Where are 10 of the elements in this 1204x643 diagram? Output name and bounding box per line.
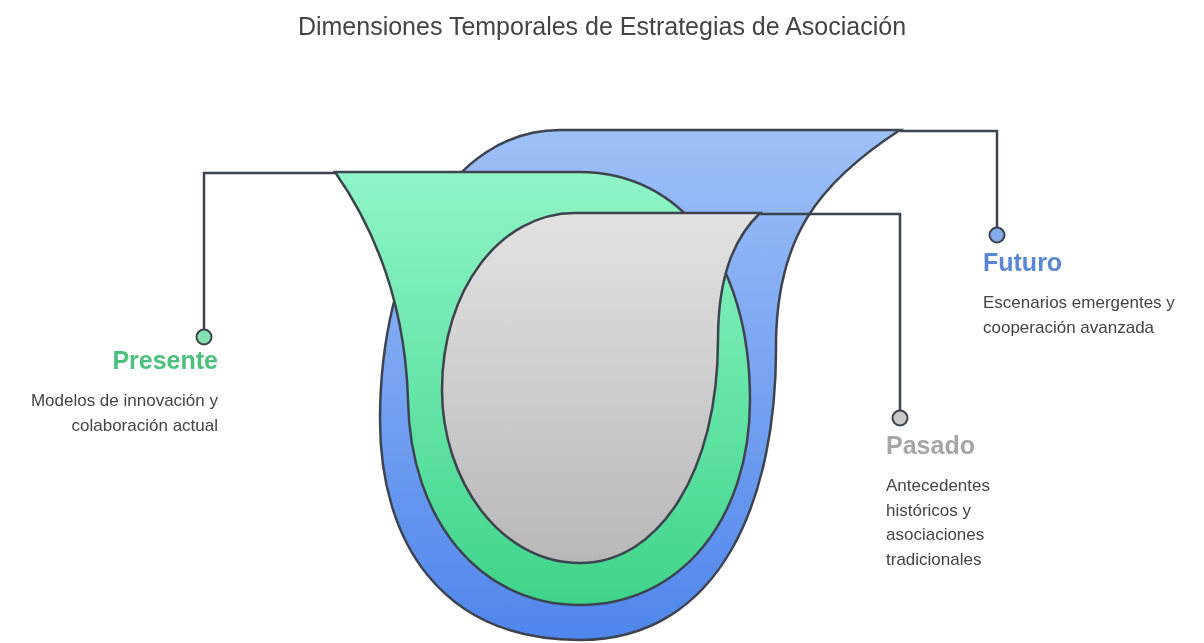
section-title: Futuro — [983, 248, 1063, 277]
leader-line — [900, 129, 1006, 244]
description-text: Escenarios emergentes y cooperación avanzada — [983, 292, 1176, 339]
section-title: Pasado — [886, 431, 975, 460]
description-text: Modelos de innovación y colaboración actual — [29, 390, 218, 437]
section-title: Presente — [112, 346, 218, 375]
leader-line — [760, 212, 909, 427]
diagram-title: Dimensiones Temporales de Estrategias de Asociación — [297, 12, 907, 40]
leader-line — [195, 171, 335, 346]
description-text: Antecedentes históricos y asociaciones tradicionales — [886, 475, 991, 571]
